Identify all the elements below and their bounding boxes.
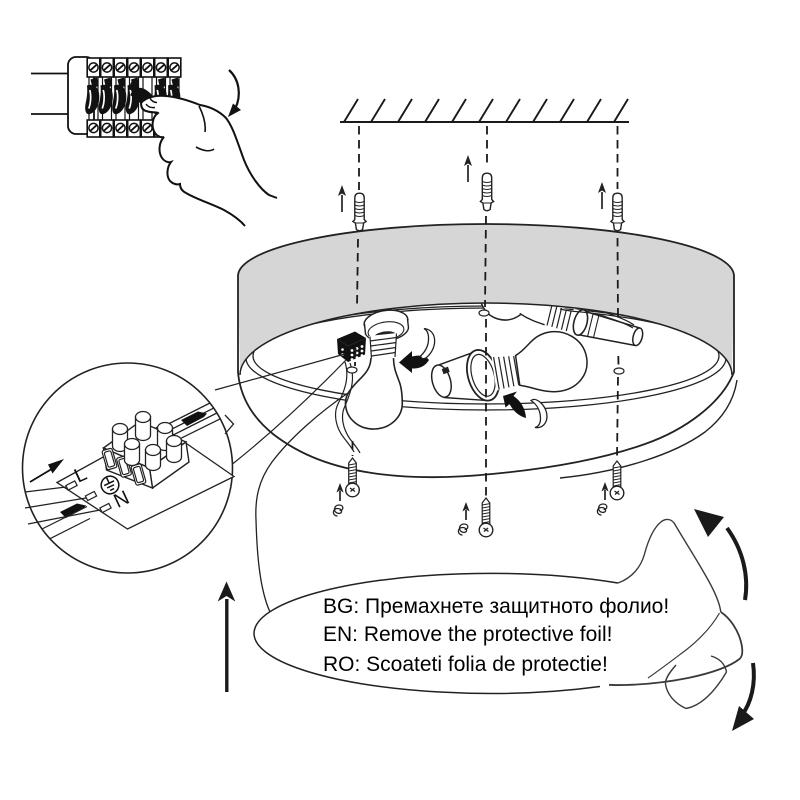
svg-text:RO: Scoateti folia de protecti: RO: Scoateti folia de protectie! bbox=[323, 653, 608, 676]
svg-text:EN: Remove the protective foil: EN: Remove the protective foil! bbox=[323, 623, 612, 646]
svg-text:BG: Премахнете защитното фолио: BG: Премахнете защитното фолио! bbox=[323, 595, 669, 618]
